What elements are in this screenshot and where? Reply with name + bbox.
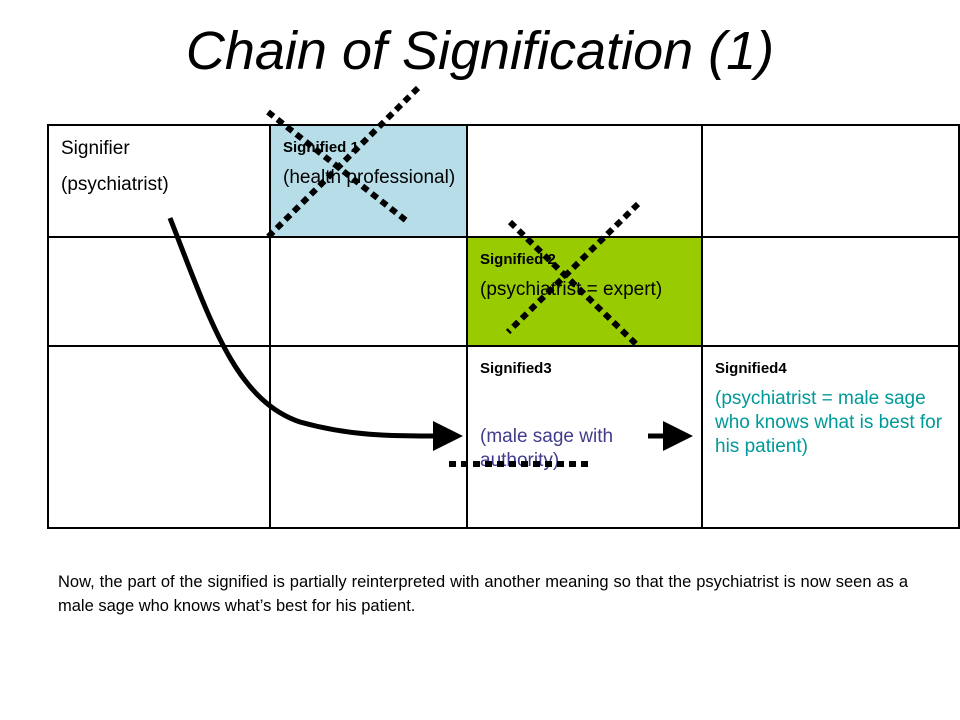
signified3-sub: (male sage with authority) (480, 426, 614, 472)
slide-title: Chain of Signification (1) (185, 21, 775, 81)
signified4-sub: (psychiatrist = male sage who knows what… (715, 388, 943, 458)
caption-text: Now, the part of the signified is partia… (58, 573, 908, 615)
signified2-cell: Signified 2 (psychiatrist = expert) (466, 235, 703, 348)
empty-cell (47, 345, 271, 529)
signifier-cell: Signifier (psychiatrist) (47, 124, 271, 238)
signified2-label: Signified 2 (480, 250, 556, 268)
empty-cell (701, 124, 960, 238)
signified1-label: Signified 1 (283, 139, 359, 156)
empty-cell (269, 345, 468, 529)
signification-grid: Signifier (psychiatrist) Signified 1 (he… (47, 124, 960, 529)
grid-row-2: Signified 2 (psychiatrist = expert) (47, 235, 960, 348)
empty-cell (269, 235, 468, 348)
empty-cell (47, 235, 271, 348)
grid-row-1: Signifier (psychiatrist) Signified 1 (he… (47, 124, 960, 238)
signified3-label: Signified3 (480, 360, 552, 378)
signified1-sub: (health professional) (283, 167, 456, 188)
signified2-sub: (psychiatrist = expert) (480, 278, 663, 300)
signified4-cell: Signified4 (psychiatrist = male sage who… (701, 345, 960, 529)
empty-cell (701, 235, 960, 348)
signified3-cell: Signified3 (male sage with authority) (466, 345, 703, 529)
empty-cell (466, 124, 703, 238)
grid-row-3: Signified3 (male sage with authority) Si… (47, 345, 960, 529)
signifier-sub: (psychiatrist) (61, 174, 169, 195)
signified4-label: Signified4 (715, 360, 787, 378)
signifier-label: Signifier (61, 138, 130, 159)
signified1-cell: Signified 1 (health professional) (269, 124, 468, 238)
